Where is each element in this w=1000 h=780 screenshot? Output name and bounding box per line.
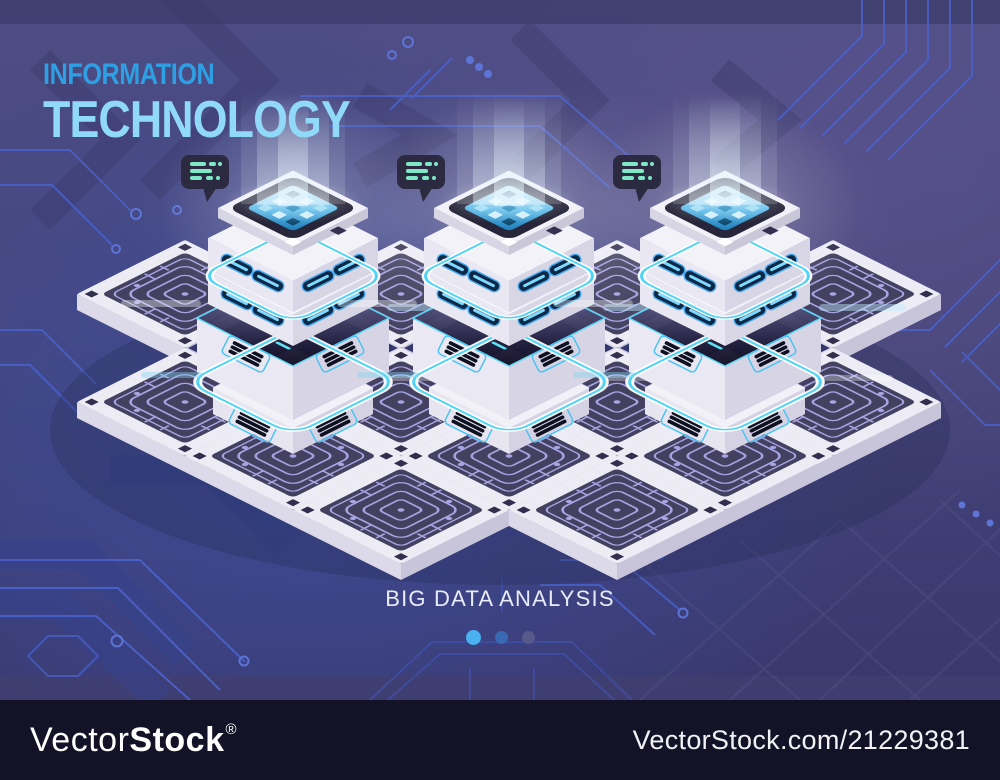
registered-mark: ® (225, 721, 238, 739)
pagination-dot-1[interactable] (465, 630, 481, 645)
attribution-url: VectorStock.com/21229381 (632, 724, 970, 755)
watermark-bar: VectorStock® VectorStock.com/21229381 (0, 700, 1000, 780)
vectorstock-logo: VectorStock® (30, 721, 237, 760)
caption-text: BIG DATA ANALYSIS (385, 586, 615, 611)
circuit-nodes (466, 56, 994, 527)
title-line-1: INFORMATION (43, 58, 215, 91)
title-line-2: TECHNOLOGY (43, 91, 351, 149)
hero-illustration (0, 0, 1000, 700)
carousel-pagination (0, 630, 1000, 645)
pagination-dot-2[interactable] (494, 631, 508, 644)
diamond-lattice (639, 489, 1000, 700)
pagination-dot-3[interactable] (521, 631, 535, 644)
brand-bold: Stock (129, 720, 225, 759)
brand-regular: Vector (30, 720, 130, 759)
page-title: INFORMATION TECHNOLOGY (43, 58, 400, 149)
